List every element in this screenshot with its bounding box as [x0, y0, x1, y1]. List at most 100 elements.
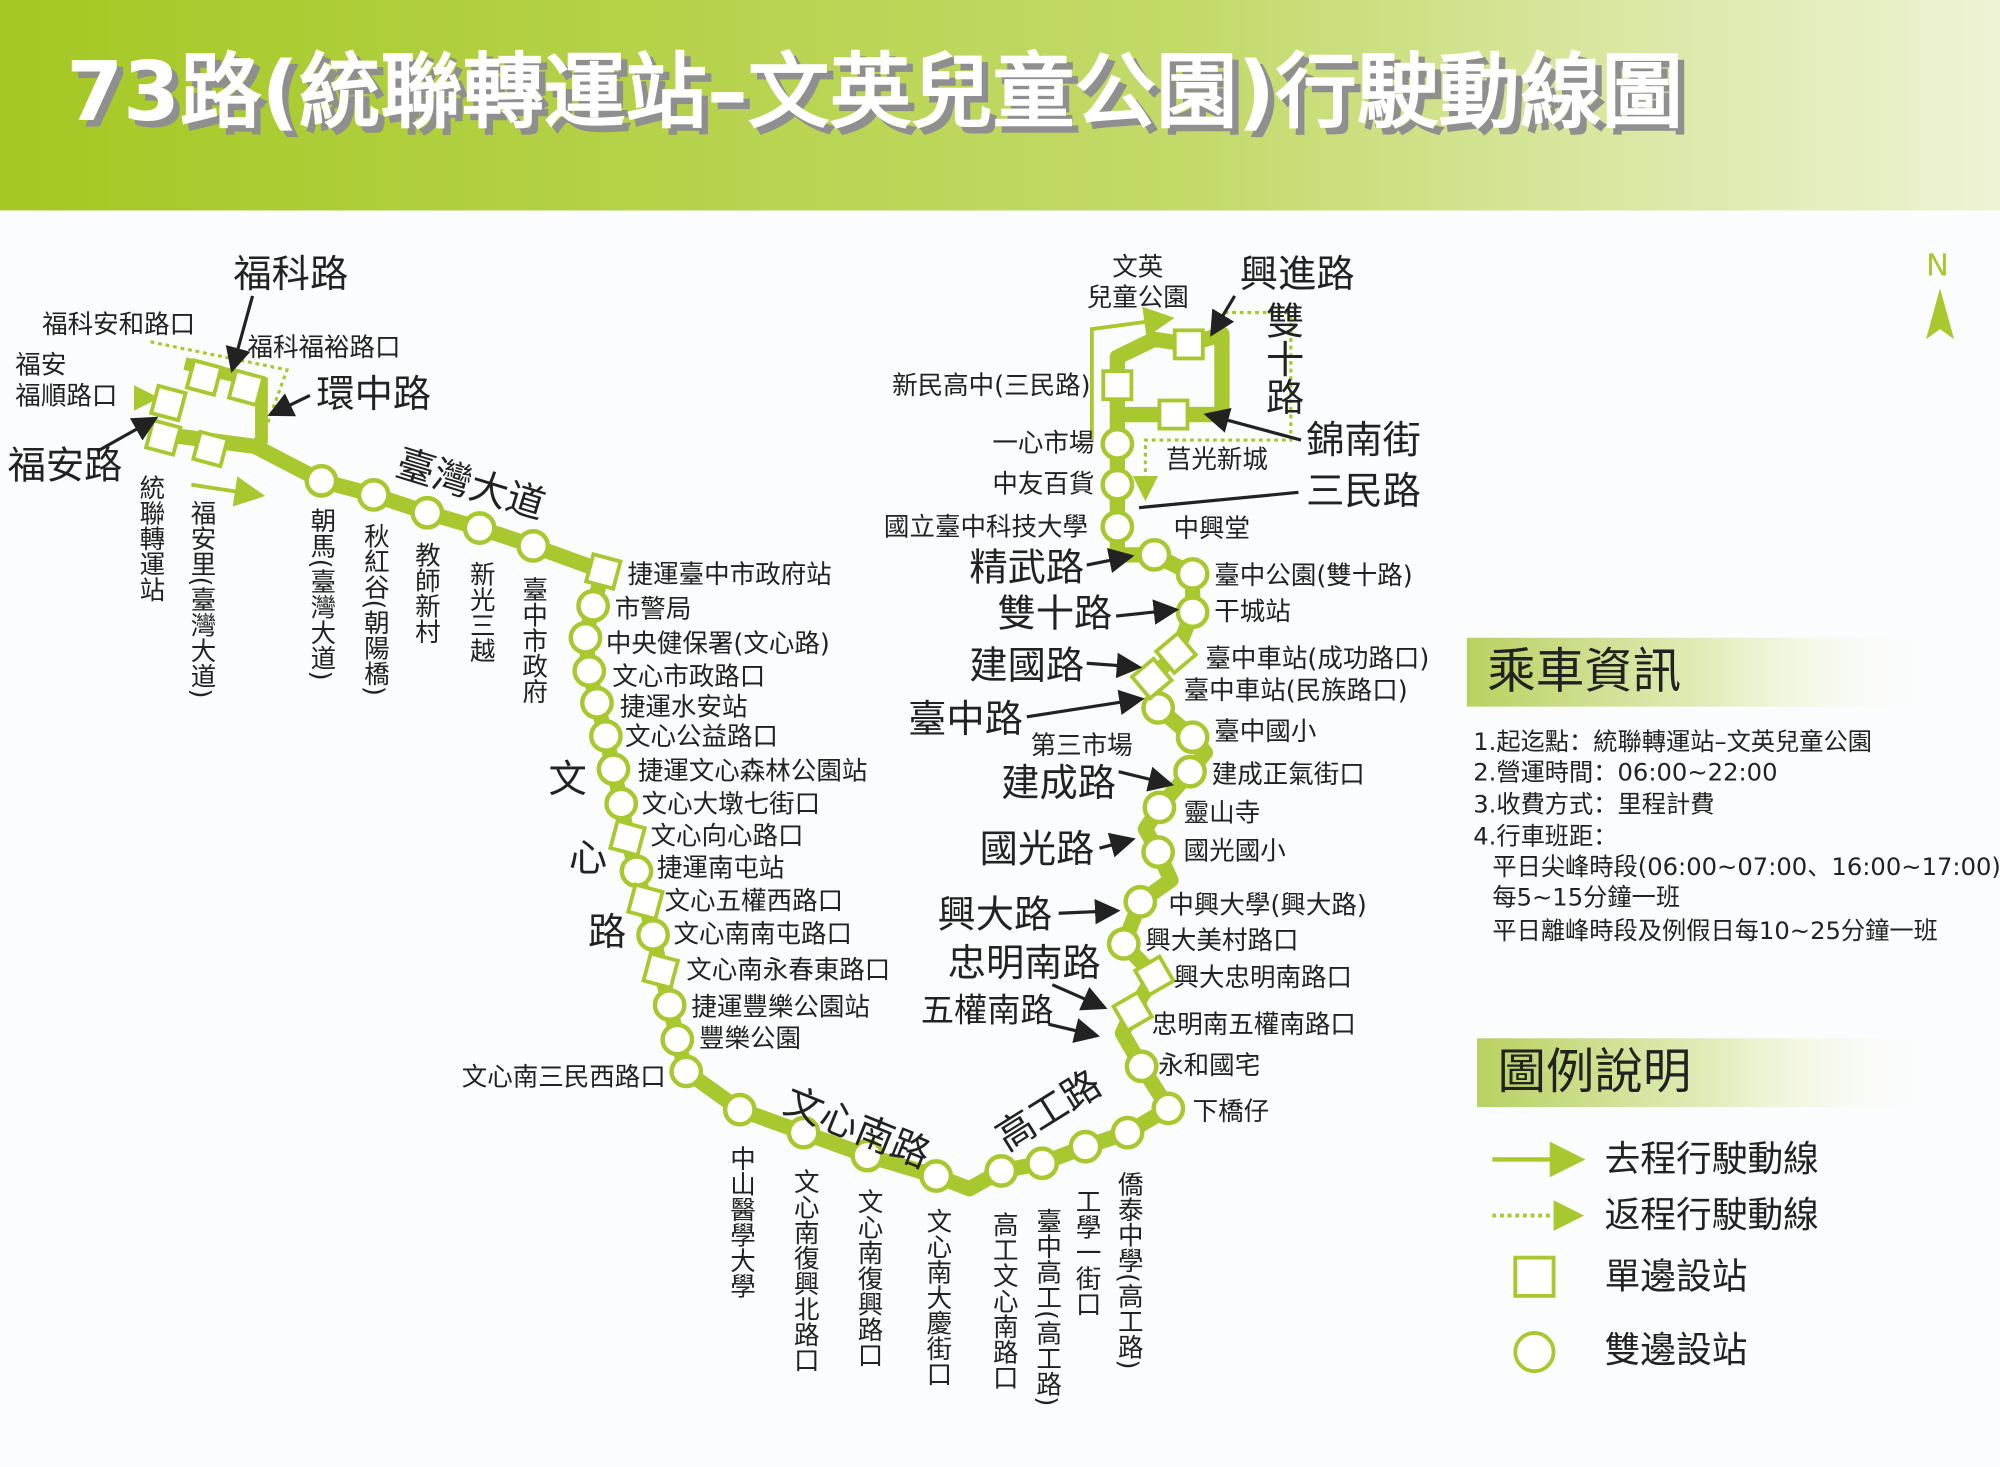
road-label-zhongming-s: 忠明南路: [947, 941, 1101, 986]
stop-label: 新光三越: [465, 561, 497, 664]
legend-single-side-label: 單邊設站: [1604, 1255, 1748, 1298]
stop-label: 臺中高工(高工路): [1031, 1207, 1063, 1407]
info-header-band: [1466, 637, 1927, 707]
road-label-jingwu: 精武路: [969, 545, 1085, 591]
legend-outbound-label: 去程行駛動線: [1604, 1137, 1819, 1180]
road-label-xingjin: 興進路: [1239, 252, 1355, 298]
single-side-stop-marker: [625, 882, 665, 922]
stop-label: 臺中公園(雙十路): [1214, 559, 1413, 591]
info-line: 平日離峰時段及例假日每10~25分鐘一班: [1492, 917, 1938, 946]
info-line: 2.營運時間：06:00~22:00: [1473, 758, 1778, 787]
info-line: 每5~15分鐘一班: [1492, 883, 1681, 912]
title-banner: [0, 0, 2000, 211]
stop-label: 文心南復興路口: [853, 1188, 884, 1368]
stop-label: 永和國宅: [1158, 1049, 1261, 1081]
both-sides-stop-marker: [588, 719, 623, 753]
legend-header: 圖例說明: [1497, 1043, 1692, 1100]
single-side-stop-marker: [583, 551, 623, 591]
both-sides-stop-marker: [1110, 1115, 1145, 1150]
both-sides-stop-marker: [984, 1154, 1019, 1188]
both-sides-stop-marker: [1142, 790, 1177, 825]
return-route: [133, 310, 1293, 502]
stop-label: 豐樂公園: [698, 1022, 802, 1054]
stop-label: 朝馬(臺灣大道): [306, 507, 337, 681]
road-label-guoguang: 國光路: [979, 827, 1095, 873]
stop-label: 文心市政路口: [612, 660, 766, 692]
road-label-jinnan: 錦南街: [1306, 418, 1421, 464]
stop-label: 福安: [15, 349, 67, 381]
single-side-stop-marker: [1153, 630, 1199, 676]
both-sides-stop-marker: [636, 918, 670, 952]
stop-label: 干城站: [1214, 595, 1291, 627]
stop-label: 統聯轉運站: [135, 474, 166, 603]
stop-label: 國光國小: [1183, 835, 1286, 867]
road-label-xingda: 興大路: [937, 892, 1053, 938]
stop-label: 中友百貨: [992, 468, 1095, 499]
north-label: N: [1926, 247, 1949, 284]
stop-label: 高工文心南路口: [988, 1211, 1020, 1391]
road-label-wenxin-char: 路: [588, 910, 627, 956]
both-sides-stop-marker: [1100, 509, 1135, 544]
road-label-fuke: 福科路: [233, 252, 349, 298]
legend-return-label: 返程行駛動線: [1604, 1193, 1819, 1236]
stop-label: 國立臺中科技大學: [883, 511, 1089, 543]
stop-label: 一心市場: [992, 427, 1095, 458]
single-side-stop-marker: [1110, 989, 1155, 1034]
both-sides-stop-marker: [722, 1092, 757, 1127]
both-sides-stop-marker: [580, 685, 614, 720]
single-side-stop-marker: [1101, 369, 1134, 402]
stop-label: 僑泰中學(高工路): [1113, 1170, 1145, 1370]
pointer-arrows: [96, 295, 1302, 1043]
terminal-label: 文英: [1112, 251, 1164, 282]
stop-label: 新民高中(三民路): [892, 369, 1091, 401]
stop-label: 中興堂: [1173, 512, 1250, 544]
legend-header-band: [1477, 1038, 1927, 1108]
stop-label: 市警局: [614, 593, 692, 624]
stop-label: 興大美村路口: [1145, 924, 1299, 956]
both-sides-stop-marker: [410, 495, 445, 530]
single-side-stop-marker: [226, 368, 266, 408]
road-label-wenxin-char: 文: [548, 757, 587, 803]
north-arrow-icon: [1926, 288, 1955, 340]
road-label-wenxin-char: 心: [568, 836, 608, 882]
both-sides-stop-marker: [356, 477, 391, 512]
stop-label: 福科安和路口: [42, 308, 196, 340]
stop-label: 教師新村: [410, 542, 442, 645]
stop-label: 秋紅谷(朝陽橋): [359, 522, 391, 696]
stop-label: 文心向心路口: [650, 820, 804, 851]
outbound-route-arrows: [191, 306, 1175, 507]
road-label-huanzhong: 環中路: [316, 372, 432, 418]
both-sides-stop-marker: [1068, 1129, 1103, 1164]
stop-label: 工學一街口: [1071, 1188, 1103, 1317]
stop-markers: [143, 328, 1210, 1193]
single-side-stop-marker: [143, 417, 183, 458]
stop-label: 興大忠明南路口: [1173, 961, 1353, 993]
stop-label: 福安里(臺灣大道): [186, 499, 217, 699]
page-title: 73路(統聯轉運站–文英兒童公園)行駛動線圖: [66, 45, 1684, 141]
terminal-label: 兒童公園: [1086, 281, 1189, 313]
stop-label: 捷運南屯站: [656, 852, 785, 883]
both-sides-stop-marker: [850, 1138, 885, 1173]
stop-label: 臺中國小: [1214, 715, 1317, 747]
stop-label: 文心南三民西路口: [461, 1061, 666, 1092]
both-sides-stop-marker: [1175, 595, 1210, 630]
stop-label: 福順路口: [15, 380, 118, 411]
stop-label: 忠明南五權南路口: [1151, 1008, 1356, 1040]
legend-both-sides-label: 雙邊設站: [1604, 1329, 1748, 1372]
both-sides-stop-marker: [1106, 926, 1141, 961]
both-sides-stop-marker: [1173, 754, 1207, 789]
cluster-loop-line: [183, 357, 268, 451]
stop-label: 文心五權西路口: [664, 885, 844, 916]
both-sides-stop-marker: [604, 786, 639, 821]
stop-label: 中央健保署(文心路): [605, 627, 830, 659]
both-sides-stop-marker: [516, 529, 551, 563]
stop-label: 中山醫學大學: [725, 1145, 757, 1299]
both-sides-stop-marker: [619, 854, 654, 889]
stop-label: 捷運豐樂公園站: [691, 991, 870, 1022]
info-header: 乘車資訊: [1487, 642, 1682, 699]
both-sides-stop-marker: [1124, 1049, 1159, 1084]
road-label-jiancheng: 建成路: [1001, 761, 1117, 807]
single-side-stop-marker: [608, 818, 648, 858]
